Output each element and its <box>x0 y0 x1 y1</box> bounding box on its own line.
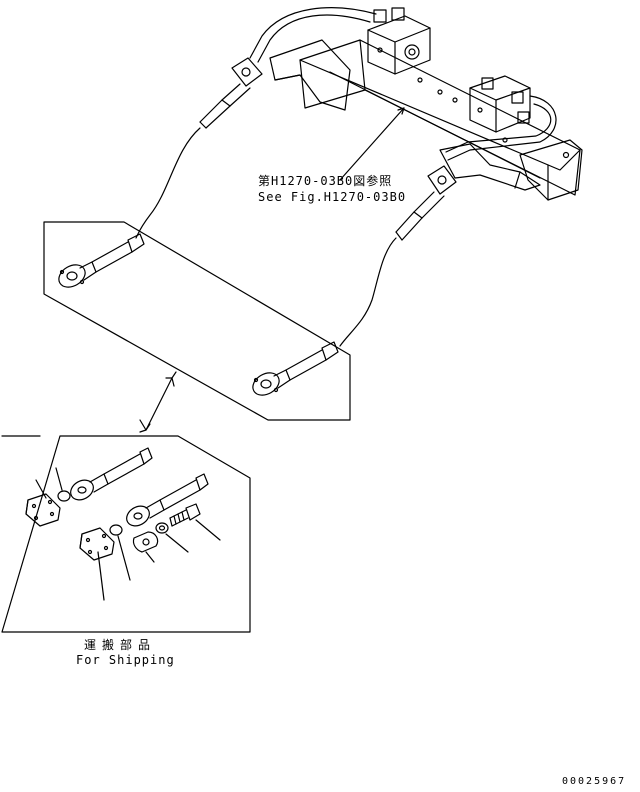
half-clamp <box>133 532 157 552</box>
frame-assembly <box>250 8 582 200</box>
washer <box>156 523 168 533</box>
hose-left <box>136 58 262 238</box>
hose-right <box>340 166 456 346</box>
double-arrow <box>140 372 176 432</box>
reference-leader <box>340 108 404 180</box>
o-ring <box>58 491 70 501</box>
hose-detail-panel <box>44 222 350 420</box>
shipping-label-jp: 運搬部品 <box>84 638 157 652</box>
shipping-label-en: For Shipping <box>76 653 175 667</box>
cover-plate <box>26 494 60 526</box>
reference-label-jp: 第H1270-03B0図参照 <box>258 174 393 188</box>
shipping-parts-panel <box>2 436 250 632</box>
reference-label-en: See Fig.H1270-03B0 <box>258 190 407 204</box>
cover-plate <box>80 528 114 560</box>
figure-number: 00025967 <box>562 776 627 787</box>
o-ring <box>110 525 122 535</box>
